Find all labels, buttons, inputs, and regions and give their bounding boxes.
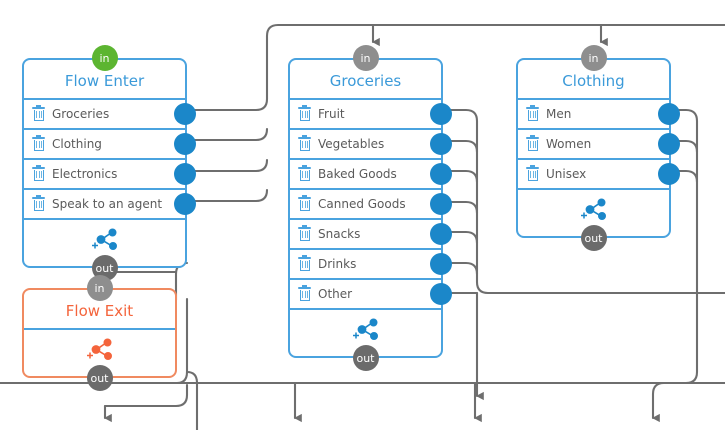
trash-icon[interactable]	[298, 285, 311, 301]
in-badge-flow-enter[interactable]: in	[91, 45, 118, 71]
output-port[interactable]	[174, 133, 196, 155]
node-title-groceries: Groceries	[329, 72, 402, 90]
output-port[interactable]	[430, 283, 452, 305]
output-port[interactable]	[174, 163, 196, 185]
node-footer-groceries	[290, 308, 441, 356]
output-port[interactable]	[430, 223, 452, 245]
row-label: Unisex	[546, 167, 587, 181]
trash-icon[interactable]	[32, 165, 45, 181]
trash-icon[interactable]	[298, 255, 311, 271]
in-badge-clothing[interactable]: in	[580, 45, 607, 71]
row-clothing-0[interactable]: Men	[518, 98, 680, 128]
node-title-clothing: Clothing	[562, 72, 625, 90]
trash-icon[interactable]	[32, 135, 45, 151]
output-port[interactable]	[174, 103, 196, 125]
row-groceries-6[interactable]: Other	[290, 278, 452, 308]
node-footer-flow-exit	[24, 328, 175, 376]
trash-icon[interactable]	[32, 105, 45, 121]
output-port[interactable]	[430, 133, 452, 155]
share-plus-icon[interactable]	[83, 338, 117, 364]
trash-icon[interactable]	[298, 165, 311, 181]
share-plus-icon[interactable]	[349, 318, 383, 344]
output-port[interactable]	[430, 193, 452, 215]
node-title-flow-exit: Flow Exit	[65, 302, 134, 320]
row-label: Clothing	[52, 137, 102, 151]
row-label: Men	[546, 107, 572, 121]
row-label: Speak to an agent	[52, 197, 163, 211]
row-groceries-3[interactable]: Canned Goods	[290, 188, 452, 218]
row-label: Snacks	[318, 227, 361, 241]
row-flow-enter-3[interactable]: Speak to an agent	[24, 188, 196, 218]
output-port[interactable]	[658, 103, 680, 125]
trash-icon[interactable]	[298, 195, 311, 211]
row-groceries-1[interactable]: Vegetables	[290, 128, 452, 158]
in-badge-flow-exit[interactable]: in	[86, 275, 113, 301]
trash-icon[interactable]	[298, 135, 311, 151]
out-badge-groceries[interactable]: out	[352, 345, 379, 371]
row-clothing-1[interactable]: Women	[518, 128, 680, 158]
row-label: Groceries	[52, 107, 110, 121]
trash-icon[interactable]	[298, 225, 311, 241]
output-port[interactable]	[174, 193, 196, 215]
trash-icon[interactable]	[298, 105, 311, 121]
row-label: Vegetables	[318, 137, 385, 151]
node-footer-flow-enter	[24, 218, 185, 266]
out-badge-flow-exit[interactable]: out	[86, 365, 113, 391]
node-title-flow-enter: Flow Enter	[64, 72, 145, 90]
row-flow-enter-0[interactable]: Groceries	[24, 98, 196, 128]
output-port[interactable]	[430, 163, 452, 185]
row-groceries-4[interactable]: Snacks	[290, 218, 452, 248]
row-label: Fruit	[318, 107, 345, 121]
out-badge-clothing[interactable]: out	[580, 225, 607, 251]
output-port[interactable]	[658, 163, 680, 185]
row-label: Baked Goods	[318, 167, 397, 181]
share-plus-icon[interactable]	[88, 228, 122, 254]
in-badge-groceries[interactable]: in	[352, 45, 379, 71]
row-flow-enter-2[interactable]: Electronics	[24, 158, 196, 188]
row-groceries-5[interactable]: Drinks	[290, 248, 452, 278]
row-label: Other	[318, 287, 353, 301]
output-port[interactable]	[430, 103, 452, 125]
row-groceries-0[interactable]: Fruit	[290, 98, 452, 128]
row-label: Electronics	[52, 167, 118, 181]
output-port[interactable]	[658, 133, 680, 155]
row-label: Drinks	[318, 257, 357, 271]
trash-icon[interactable]	[526, 105, 539, 121]
trash-icon[interactable]	[526, 165, 539, 181]
output-port[interactable]	[430, 253, 452, 275]
trash-icon[interactable]	[526, 135, 539, 151]
row-label: Canned Goods	[318, 197, 406, 211]
row-flow-enter-1[interactable]: Clothing	[24, 128, 196, 158]
trash-icon[interactable]	[32, 195, 45, 211]
row-label: Women	[546, 137, 592, 151]
share-plus-icon[interactable]	[577, 198, 611, 224]
node-footer-clothing	[518, 188, 669, 236]
row-groceries-2[interactable]: Baked Goods	[290, 158, 452, 188]
row-clothing-2[interactable]: Unisex	[518, 158, 680, 188]
